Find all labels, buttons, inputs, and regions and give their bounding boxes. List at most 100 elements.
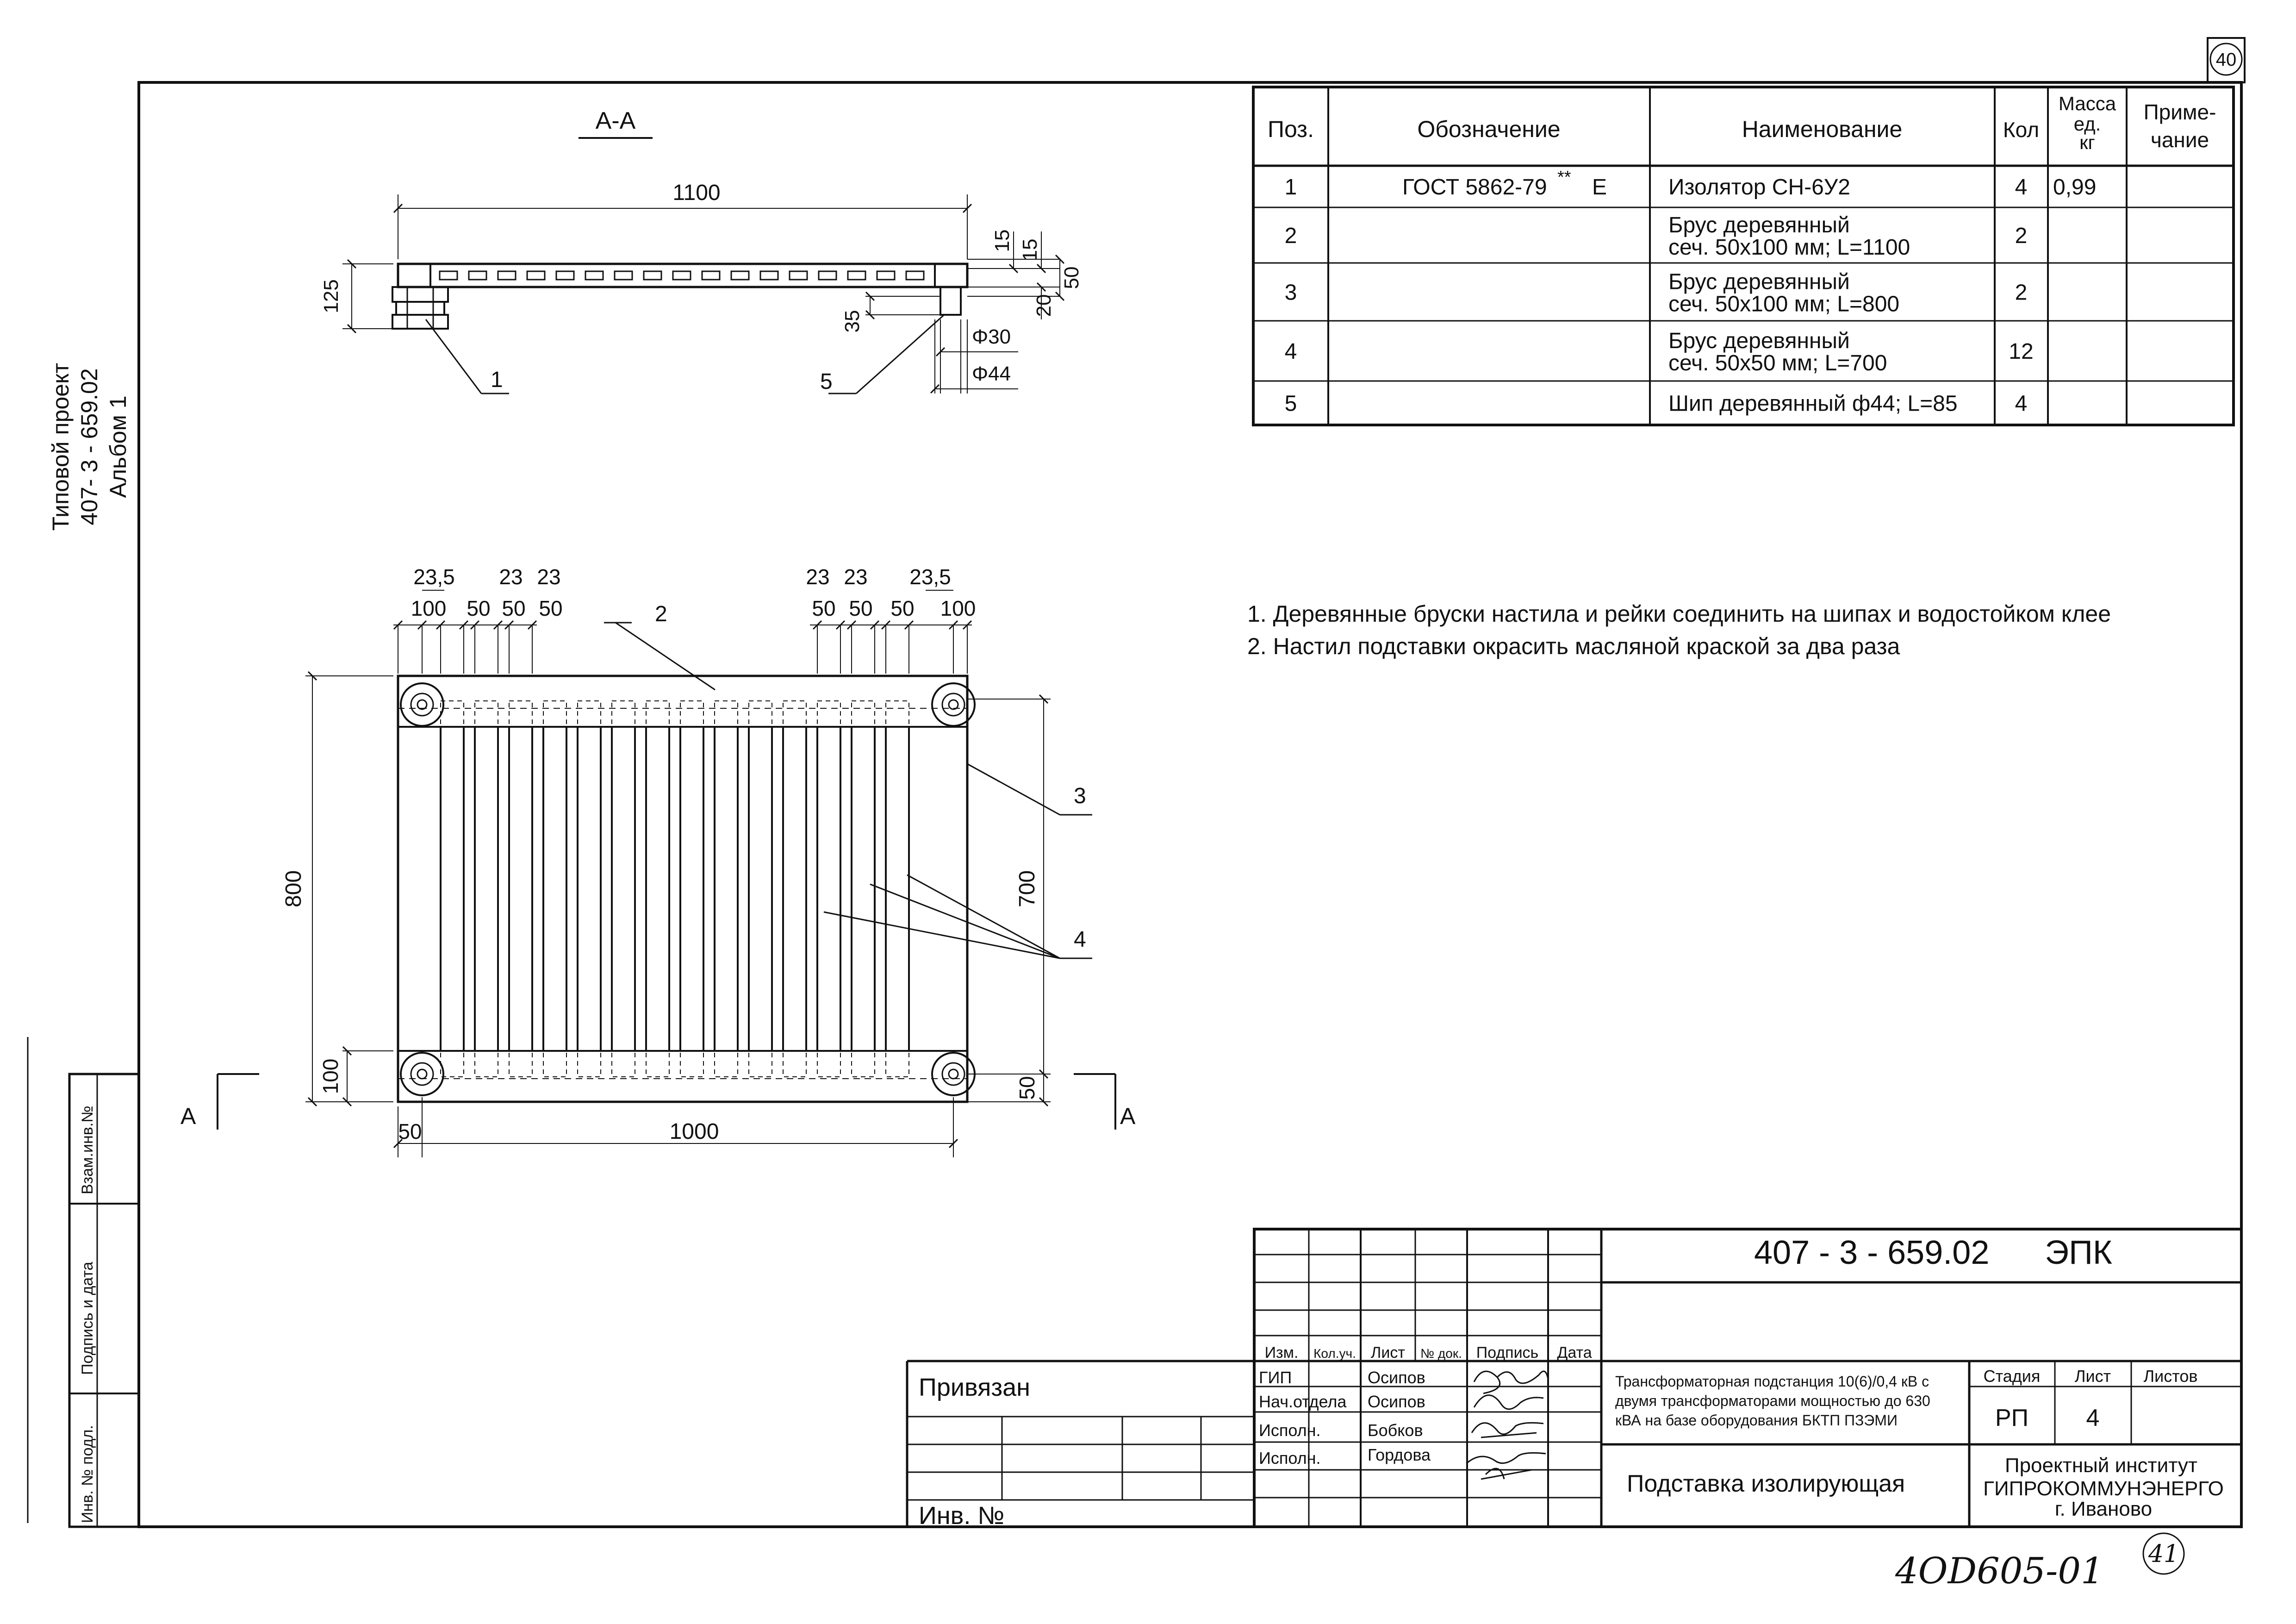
section-slot	[730, 270, 750, 281]
spec-table	[1252, 86, 2235, 426]
dim-phi30: Φ30	[972, 325, 1011, 348]
drawing-title: Подставка изолирующая	[1627, 1470, 1905, 1497]
spec-name-line-2: сеч. 50х100 мм; L=800	[1668, 292, 1899, 317]
dim-tick	[870, 620, 880, 630]
section-slot	[526, 270, 546, 281]
doc-code: 407 - 3 - 659.02 ЭПК	[1754, 1234, 2112, 1271]
dim-tick	[948, 620, 958, 630]
sheet-number-bottom-text: 41	[2148, 1540, 2179, 1568]
plan-slat-tenon	[885, 700, 909, 727]
col-izm: Изм.	[1265, 1344, 1299, 1362]
callout-5: 5	[820, 369, 833, 394]
section-slot	[614, 270, 633, 281]
section-slot	[439, 270, 458, 281]
spec-name-line-1: Брус деревянный	[1668, 213, 1850, 237]
plan-slat-tenon	[543, 700, 567, 727]
plan-slat	[714, 726, 739, 1052]
plan-slat-tenon	[680, 1050, 704, 1077]
peg-top-right	[931, 682, 976, 727]
note-1: 1. Деревянные бруски настила и рейки сое…	[1247, 601, 2111, 627]
project-title-3: кВА на базе оборудования БКТП ПЗЭМИ	[1615, 1412, 1898, 1429]
section-slot	[672, 270, 691, 281]
spec-pos: 3	[1285, 281, 1297, 305]
sheets-label: Листов	[2144, 1367, 2198, 1386]
top-dim-u5: 23,5	[909, 565, 951, 589]
stage-label: Стадия	[1984, 1367, 2041, 1386]
plan-slat	[474, 726, 499, 1052]
section-slot	[585, 270, 604, 281]
top-dim-u1: 23	[499, 565, 523, 589]
plan-slat	[440, 726, 465, 1052]
plan-slat-tenon	[646, 700, 670, 727]
dim-tick	[417, 620, 427, 630]
project-title-1: Трансформаторная подстанция 10(6)/0,4 кВ…	[1615, 1373, 1929, 1390]
dim-tick	[470, 620, 480, 630]
sheet-number-top: 40	[2216, 50, 2237, 70]
dim-tick	[881, 620, 891, 630]
section-slot	[759, 270, 779, 281]
plan-slat	[577, 726, 602, 1052]
dim-tick	[393, 620, 403, 630]
plan-slat	[748, 726, 773, 1052]
spec-name-line-1: Брус деревянный	[1668, 329, 1850, 353]
plan-slat-tenon	[509, 700, 533, 727]
spec-name-line-2: сеч. 50х100 мм; L=1100	[1668, 235, 1910, 260]
spec-qty: 4	[2015, 392, 2028, 416]
sheet-value: 4	[2086, 1405, 2100, 1431]
dim-tick	[493, 620, 503, 630]
plan-slat-tenon	[611, 700, 635, 727]
title-block-text: 407 - 3 - 659.02 ЭПК Изм. Кол.уч. Лист №…	[919, 1234, 2224, 1530]
callout-4: 4	[1074, 927, 1086, 952]
peg-bottom-left	[400, 1052, 444, 1096]
plan-slat	[782, 726, 807, 1052]
plan-slat	[508, 726, 533, 1052]
section-mark-left: А	[180, 1103, 196, 1129]
plan-slat-tenon	[748, 1050, 772, 1077]
plan-slat-tenon	[474, 700, 498, 727]
plan-slat-tenon	[817, 1050, 841, 1077]
spec-designation-sup: **	[1557, 168, 1571, 187]
section-slot	[789, 270, 808, 281]
top-dim-l4: 50	[812, 596, 835, 620]
plan-slat-tenon	[783, 1050, 807, 1077]
top-dim-l3: 50	[539, 596, 562, 620]
sheet-frame	[27, 37, 2246, 1528]
plan-slat	[611, 726, 636, 1052]
plan-slat	[885, 726, 910, 1052]
dim-tick	[812, 620, 822, 630]
side-stamp-podpis: Подпись и дата	[79, 1262, 96, 1375]
th-pos: Поз.	[1268, 116, 1314, 142]
plan-top-dims	[393, 590, 972, 674]
th-note: Приме-чание	[2144, 100, 2216, 152]
callout-1: 1	[491, 368, 503, 392]
spec-qty: 4	[2015, 175, 2028, 200]
privyazan-label: Привязан	[919, 1374, 1030, 1401]
plan-slat-tenon	[817, 700, 841, 727]
plan-slat-tenon	[680, 700, 704, 727]
side-stamp-inv: Инв. № подл.	[79, 1425, 96, 1523]
role-3-name: Бобков	[1368, 1421, 1423, 1440]
spec-qty: 12	[2009, 339, 2033, 364]
role-1-name: Осипов	[1368, 1368, 1425, 1387]
role-1: ГИП	[1259, 1368, 1292, 1387]
peg-top-left	[400, 682, 444, 727]
section-view-labels: А-А 1100 125 15 15 50 20 35 Φ30 Φ44 1 5	[320, 107, 1083, 394]
dim-tick	[962, 620, 972, 630]
sheet-number-bottom: 41	[2142, 1532, 2185, 1575]
plan-slat-tenon	[543, 1050, 567, 1077]
dim-50-bottom: 50	[398, 1119, 422, 1143]
dim-20: 20	[1033, 294, 1055, 317]
section-slot	[818, 270, 837, 281]
plan-slat-tenon	[851, 700, 875, 727]
notes: 1. Деревянные бруски настила и рейки сое…	[1247, 601, 2111, 659]
dim-tick	[527, 620, 537, 630]
top-dim-u0: 23,5	[413, 565, 455, 589]
section-title: А-А	[596, 107, 636, 134]
top-dim-l5: 50	[849, 596, 872, 620]
